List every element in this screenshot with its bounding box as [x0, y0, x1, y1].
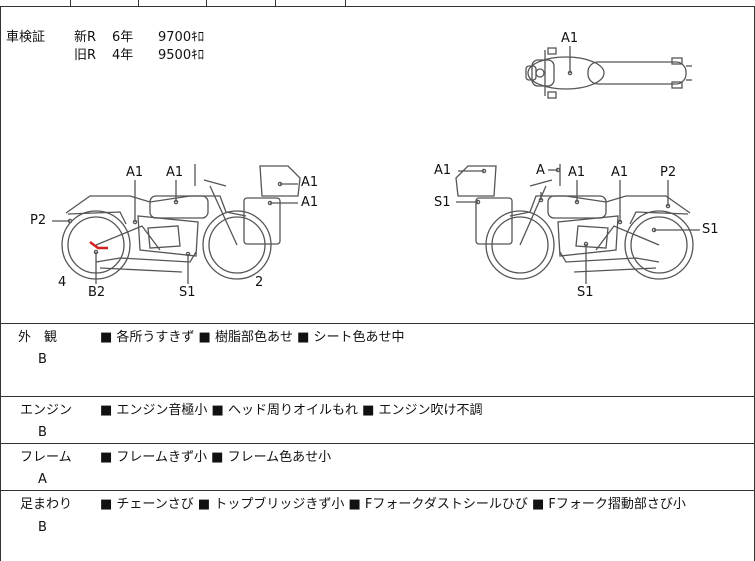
top-view-label: A1 [561, 31, 579, 46]
left-view-label: S1 [179, 285, 196, 300]
section-name-frame: フレーム [20, 450, 72, 465]
right-view-label: A1 [434, 163, 452, 178]
section-name-engine: エンジン [20, 403, 73, 418]
section-divider [0, 490, 755, 491]
right-view-label: P2 [660, 165, 677, 180]
section-grade-exterior: B [38, 352, 47, 367]
top-table-divider [275, 0, 276, 6]
registration-type: 旧R [74, 48, 97, 63]
motorcycle-left-view [52, 164, 301, 284]
section-grade-suspension: B [38, 520, 47, 535]
right-view-label: S1 [702, 222, 719, 237]
left-view-label: 4 [58, 275, 67, 290]
section-divider [0, 323, 755, 324]
section-items-suspension: ■ チェーンさび ■ トップブリッジきず小 ■ Fフォークダストシールひび ■ … [100, 497, 686, 512]
right-view-label: A [536, 163, 545, 178]
right-view-label: A1 [568, 165, 586, 180]
right-view-label: S1 [577, 285, 594, 300]
registration-type: 新R [74, 30, 97, 45]
section-items-exterior: ■ 各所うすきず ■ 樹脂部色あせ ■ シート色あせ中 [100, 330, 405, 345]
section-name-exterior: 外 観 [18, 330, 58, 345]
section-name-suspension: 足まわり [20, 497, 73, 512]
registration-years: 4年 [112, 48, 134, 63]
registration-years: 6年 [112, 30, 134, 45]
left-view-label: A1 [166, 165, 184, 180]
registration-price: 9500ｷﾛ [158, 48, 205, 63]
right-view-label: S1 [434, 195, 451, 210]
section-grade-frame: A [38, 472, 47, 487]
motorcycle-top-view [525, 46, 692, 99]
registration-price: 9700ｷﾛ [158, 30, 205, 45]
top-table-border [0, 6, 755, 7]
frame-left [0, 6, 1, 561]
top-table-divider [206, 0, 207, 6]
left-view-label: B2 [88, 285, 106, 300]
motorcycle-right-view [455, 164, 700, 284]
left-view-label: A1 [301, 175, 319, 190]
section-divider [0, 396, 755, 397]
section-divider [0, 443, 755, 444]
top-table-divider [345, 0, 346, 6]
left-view-label: A1 [301, 195, 319, 210]
top-table-divider [138, 0, 139, 6]
section-grade-engine: B [38, 425, 47, 440]
registration-label: 車検証 [6, 30, 46, 45]
left-view-label: P2 [30, 213, 47, 228]
left-view-label: A1 [126, 165, 144, 180]
right-view-label: A1 [611, 165, 629, 180]
top-table-divider [70, 0, 71, 6]
section-items-frame: ■ フレームきず小 ■ フレーム色あせ小 [100, 450, 332, 465]
left-view-label: 2 [255, 275, 264, 290]
damage-mark [89, 241, 108, 250]
section-items-engine: ■ エンジン音極小 ■ ヘッド周りオイルもれ ■ エンジン吹け不調 [100, 403, 483, 418]
